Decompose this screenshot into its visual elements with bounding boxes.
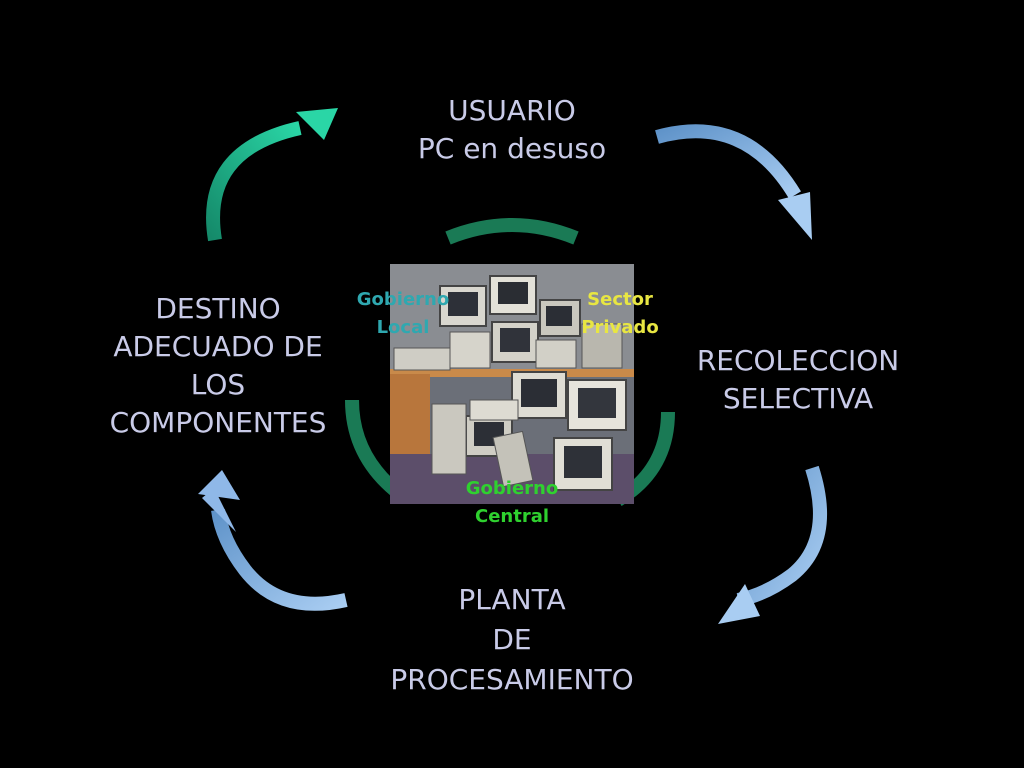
arrow-top-left bbox=[206, 108, 338, 242]
node-planta-line-2: DE bbox=[492, 623, 532, 656]
node-destino-line-1: DESTINO bbox=[155, 292, 281, 325]
arrow-top-right bbox=[655, 124, 812, 240]
node-destino-line-3: LOS bbox=[190, 368, 246, 401]
actor-gobierno-central-line-2: Central bbox=[474, 506, 550, 527]
node-usuario-line-1: USUARIO bbox=[448, 94, 576, 127]
actor-gobierno-local-line-1: Gobierno bbox=[356, 289, 450, 310]
actor-gobierno-central: Gobierno Central bbox=[447, 475, 577, 531]
node-planta: PLANTA DE PROCESAMIENTO bbox=[362, 580, 662, 700]
node-usuario: USUARIO PC en desuso bbox=[362, 92, 662, 168]
node-planta-line-3: PROCESAMIENTO bbox=[390, 663, 634, 696]
actor-gobierno-local-line-2: Local bbox=[376, 317, 430, 338]
node-recoleccion: RECOLECCION SELECTIVA bbox=[668, 342, 928, 418]
arrow-bottom-right bbox=[718, 465, 827, 624]
actor-sector-privado: Sector Privado bbox=[560, 286, 680, 342]
computer-pile-photo bbox=[390, 264, 634, 504]
arrow-bottom-left bbox=[198, 470, 348, 611]
node-recoleccion-line-1: RECOLECCION bbox=[696, 344, 900, 377]
actor-gobierno-central-line-1: Gobierno bbox=[465, 478, 559, 499]
actor-gobierno-local: Gobierno Local bbox=[338, 286, 468, 342]
node-destino-line-4: COMPONENTES bbox=[109, 406, 327, 439]
node-recoleccion-line-2: SELECTIVA bbox=[722, 382, 874, 415]
node-usuario-line-2: PC en desuso bbox=[417, 132, 607, 165]
node-destino-line-2: ADECUADO DE bbox=[113, 330, 323, 363]
inner-arc-top bbox=[445, 218, 579, 245]
node-planta-line-1: PLANTA bbox=[458, 583, 566, 616]
actor-sector-privado-line-1: Sector bbox=[587, 289, 653, 310]
actor-sector-privado-line-2: Privado bbox=[581, 317, 659, 338]
node-destino: DESTINO ADECUADO DE LOS COMPONENTES bbox=[88, 290, 348, 442]
